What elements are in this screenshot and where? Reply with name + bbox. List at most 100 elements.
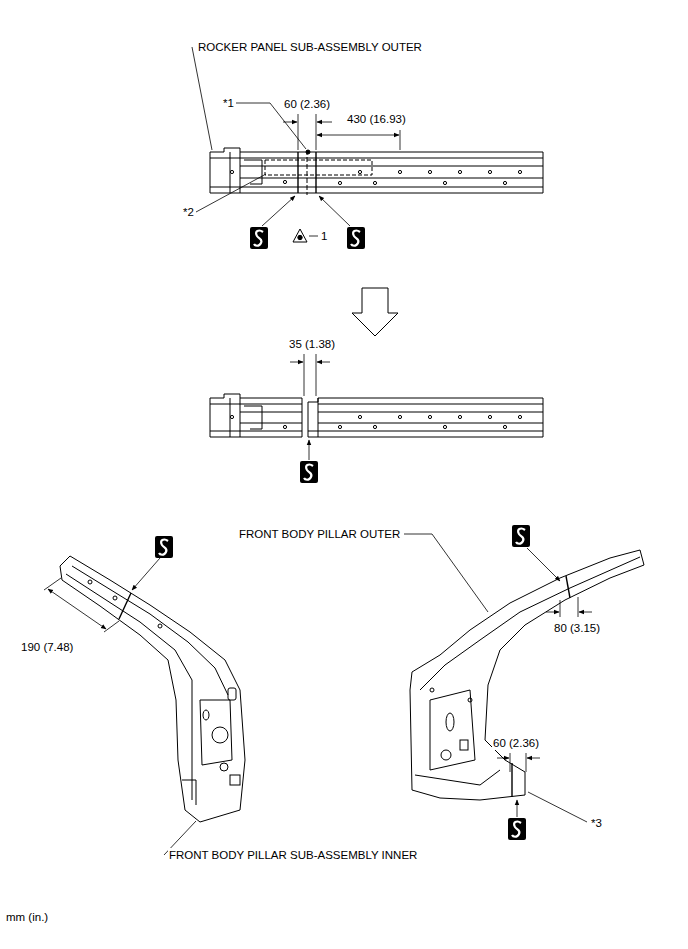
callout-number: *3: [590, 816, 603, 830]
dimension: 60 (2.36): [492, 736, 540, 750]
rocker-panel: [244, 160, 262, 184]
dimension-lines: [192, 47, 400, 236]
dimension-lines: [317, 135, 399, 136]
rocker-panel: [230, 170, 233, 173]
dimension-lines: [319, 196, 350, 226]
rocker-panel: [240, 152, 241, 193]
rocker-panel: [315, 152, 316, 193]
front-pillar-outer: [410, 550, 644, 800]
front-pillar-inner: [66, 574, 192, 800]
dimension-lines: [44, 578, 61, 590]
rocker-panel-cut: [488, 415, 491, 418]
rocker-panel: [230, 170, 521, 184]
dimension-lines: [546, 612, 559, 613]
rocker-panel: [283, 180, 286, 183]
rocker-panel: [443, 181, 446, 184]
sectioning-symbol: [300, 461, 318, 483]
rocker-panel-cut: [428, 415, 431, 418]
rocker-panel-cut: [210, 431, 302, 432]
rocker-panel-cut: [458, 415, 461, 418]
weld-symbol: [293, 229, 307, 242]
front-pillar-inner: [119, 593, 131, 619]
dimension: 80 (3.15): [553, 621, 601, 635]
callout-number: *1: [222, 96, 235, 110]
front-pillar-inner: [228, 688, 236, 700]
dimension-lines: [309, 440, 310, 460]
callout-number: *2: [182, 205, 195, 219]
rocker-panel: [265, 160, 372, 175]
dimension-lines: [262, 196, 295, 226]
dimension-lines: [304, 354, 305, 396]
dimension-lines: [283, 122, 297, 123]
rocker-panel: [488, 170, 491, 173]
dimension-lines: [400, 130, 401, 150]
dimension: 35 (1.38): [288, 337, 336, 351]
sectioning-symbol: [250, 227, 268, 249]
dimension-lines: [104, 621, 119, 632]
dimension-lines: [579, 612, 592, 613]
front-pillar-inner: [203, 710, 209, 720]
rocker-panel: [210, 148, 543, 193]
dimension-lines: [527, 548, 560, 581]
dimension-lines: [404, 534, 592, 822]
sectioning-symbol: [508, 818, 526, 840]
dimension-lines: [309, 236, 318, 237]
rocker-panel: [398, 170, 401, 173]
front-pillar-outer: [410, 550, 644, 800]
front-pillar-inner: [200, 700, 232, 765]
rocker-panel-cut: [338, 425, 341, 428]
rocker-panel: [503, 181, 506, 184]
front-pillar-outer: [430, 688, 434, 692]
rocker-panel: [210, 148, 543, 195]
dimension-lines: [196, 174, 266, 212]
dimension-lines: [517, 800, 518, 817]
rocker-panel: [240, 178, 543, 179]
front-pillar-inner: [158, 624, 162, 628]
dimension-lines: [404, 534, 488, 612]
process-arrow: [352, 288, 398, 336]
dimension-lines: [298, 114, 299, 150]
rocker-panel-cut: [318, 412, 543, 413]
callout-number: 1: [320, 229, 328, 243]
dimension-lines: [317, 122, 332, 123]
dimension-lines: [528, 792, 587, 822]
dimension-lines: [578, 597, 579, 617]
front-pillar-outer: [566, 576, 570, 598]
front-pillar-outer: [430, 690, 475, 770]
front-pillar-outer: [468, 698, 472, 702]
rocker-panel-cut: [318, 398, 319, 437]
unit-note: mm (in.): [5, 910, 49, 924]
front-pillar-outer: [511, 763, 512, 797]
rocker-panel-cut: [230, 415, 521, 428]
front-pillar-outer: [441, 750, 451, 760]
rocker-panel-cut: [240, 412, 302, 413]
rocker-panel: [297, 152, 298, 193]
front-pillar-inner: [113, 596, 117, 600]
sectioning-symbol: [155, 536, 173, 558]
dimension-lines: [527, 758, 540, 759]
rocker-panel: [210, 158, 543, 159]
dimension: 190 (7.48): [20, 640, 74, 654]
dimension-lines: [290, 362, 303, 363]
dimension-lines: [132, 558, 160, 590]
front-pillar-outer: [415, 770, 500, 785]
front-pillar-outer: [446, 713, 454, 731]
dimension: 430 (16.93): [346, 112, 407, 126]
rocker-panel: [358, 170, 361, 173]
weld-symbol: [298, 235, 302, 239]
front-pillar-inner: [88, 580, 92, 584]
rocker-panel-cut: [318, 404, 543, 405]
rocker-panel: [338, 181, 341, 184]
rocker-panel-cut: [240, 423, 302, 424]
front-pillar-inner: [230, 775, 240, 785]
rocker-panel: [518, 170, 521, 173]
rocker-panel-cut: [503, 425, 506, 428]
front-pillar-inner: [60, 556, 245, 822]
dimension-lines: [290, 354, 330, 460]
front-pillar-inner: [212, 727, 228, 743]
rocker-panel-cut: [318, 423, 543, 424]
dimension-lines: [316, 354, 317, 396]
rocker-panel: [307, 150, 308, 195]
rocker-panel: [240, 166, 543, 167]
rocker-panel-cut: [240, 398, 241, 437]
